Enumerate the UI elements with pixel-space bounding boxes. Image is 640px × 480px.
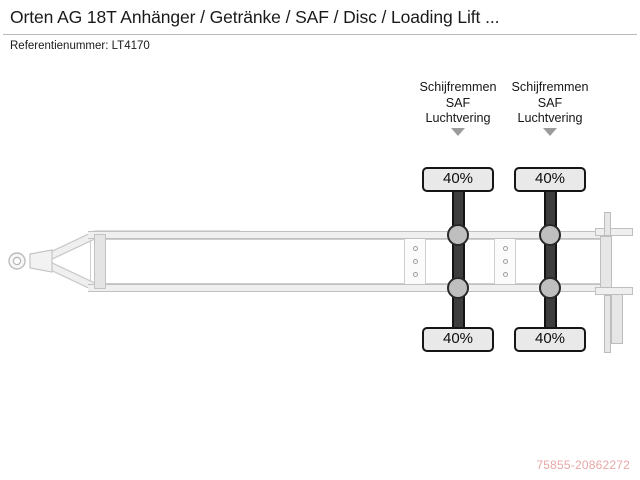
axle-1-wheel-left — [447, 224, 469, 246]
axle-1-annotation: Schijfremmen SAF Luchtvering — [411, 80, 505, 136]
axle-2-annotation: Schijfremmen SAF Luchtvering — [503, 80, 597, 136]
rear-crossbar-top — [595, 228, 633, 236]
panel-hole — [502, 272, 508, 277]
axle-1-label-line-3: Luchtvering — [425, 111, 491, 125]
drawbar-neck — [29, 249, 53, 273]
lift-platform — [611, 294, 623, 344]
axle-1-label-line-1: Schijfremmen — [419, 80, 497, 94]
reference-number: Referentienummer: LT4170 — [10, 40, 150, 52]
lift-column — [600, 236, 612, 288]
chevron-down-icon — [451, 127, 465, 136]
axle-2-wheel-left — [539, 224, 561, 246]
panel-hole — [502, 259, 508, 264]
lift-arm-lower — [604, 295, 611, 353]
axle-2-label-line-2: SAF — [537, 95, 563, 110]
page-title: Orten AG 18T Anhänger / Getränke / SAF /… — [10, 7, 500, 27]
drawbar-assembly — [8, 230, 240, 292]
axle-2-bar — [544, 172, 557, 332]
axle-1-tread-badge-bottom[interactable]: 40% — [422, 327, 494, 352]
axle-1-label-line-2: SAF — [445, 95, 471, 110]
panel-hole — [412, 272, 418, 277]
chassis-rail-top — [88, 231, 608, 239]
trailer-diagram: Schijfremmen SAF Luchtvering Schijfremme… — [0, 62, 640, 462]
chassis-rail-bottom — [88, 284, 608, 292]
axle-2-label-line-3: Luchtvering — [517, 111, 583, 125]
panel-hole — [412, 259, 418, 264]
axle-2-tread-badge-bottom[interactable]: 40% — [514, 327, 586, 352]
axle-2-tread-badge-top[interactable]: 40% — [514, 167, 586, 192]
lift-mount-upper — [604, 212, 611, 236]
header: Orten AG 18T Anhänger / Getränke / SAF /… — [0, 0, 640, 52]
chassis-hole-panel-1 — [404, 239, 426, 284]
axle-2-label-line-1: Schijfremmen — [511, 80, 589, 94]
chevron-down-icon — [543, 127, 557, 136]
front-cross-member — [94, 234, 106, 289]
axle-2-wheel-right — [539, 277, 561, 299]
panel-hole — [412, 246, 418, 251]
coupling-eye-inner — [12, 256, 22, 266]
axle-1-wheel-right — [447, 277, 469, 299]
header-divider — [3, 34, 637, 35]
chassis-deck — [90, 239, 606, 284]
axle-1-tread-badge-top[interactable]: 40% — [422, 167, 494, 192]
chassis-hole-panel-2 — [494, 239, 516, 284]
panel-hole — [502, 246, 508, 251]
axle-1-bar — [452, 172, 465, 332]
watermark: 75855-20862272 — [536, 458, 630, 472]
